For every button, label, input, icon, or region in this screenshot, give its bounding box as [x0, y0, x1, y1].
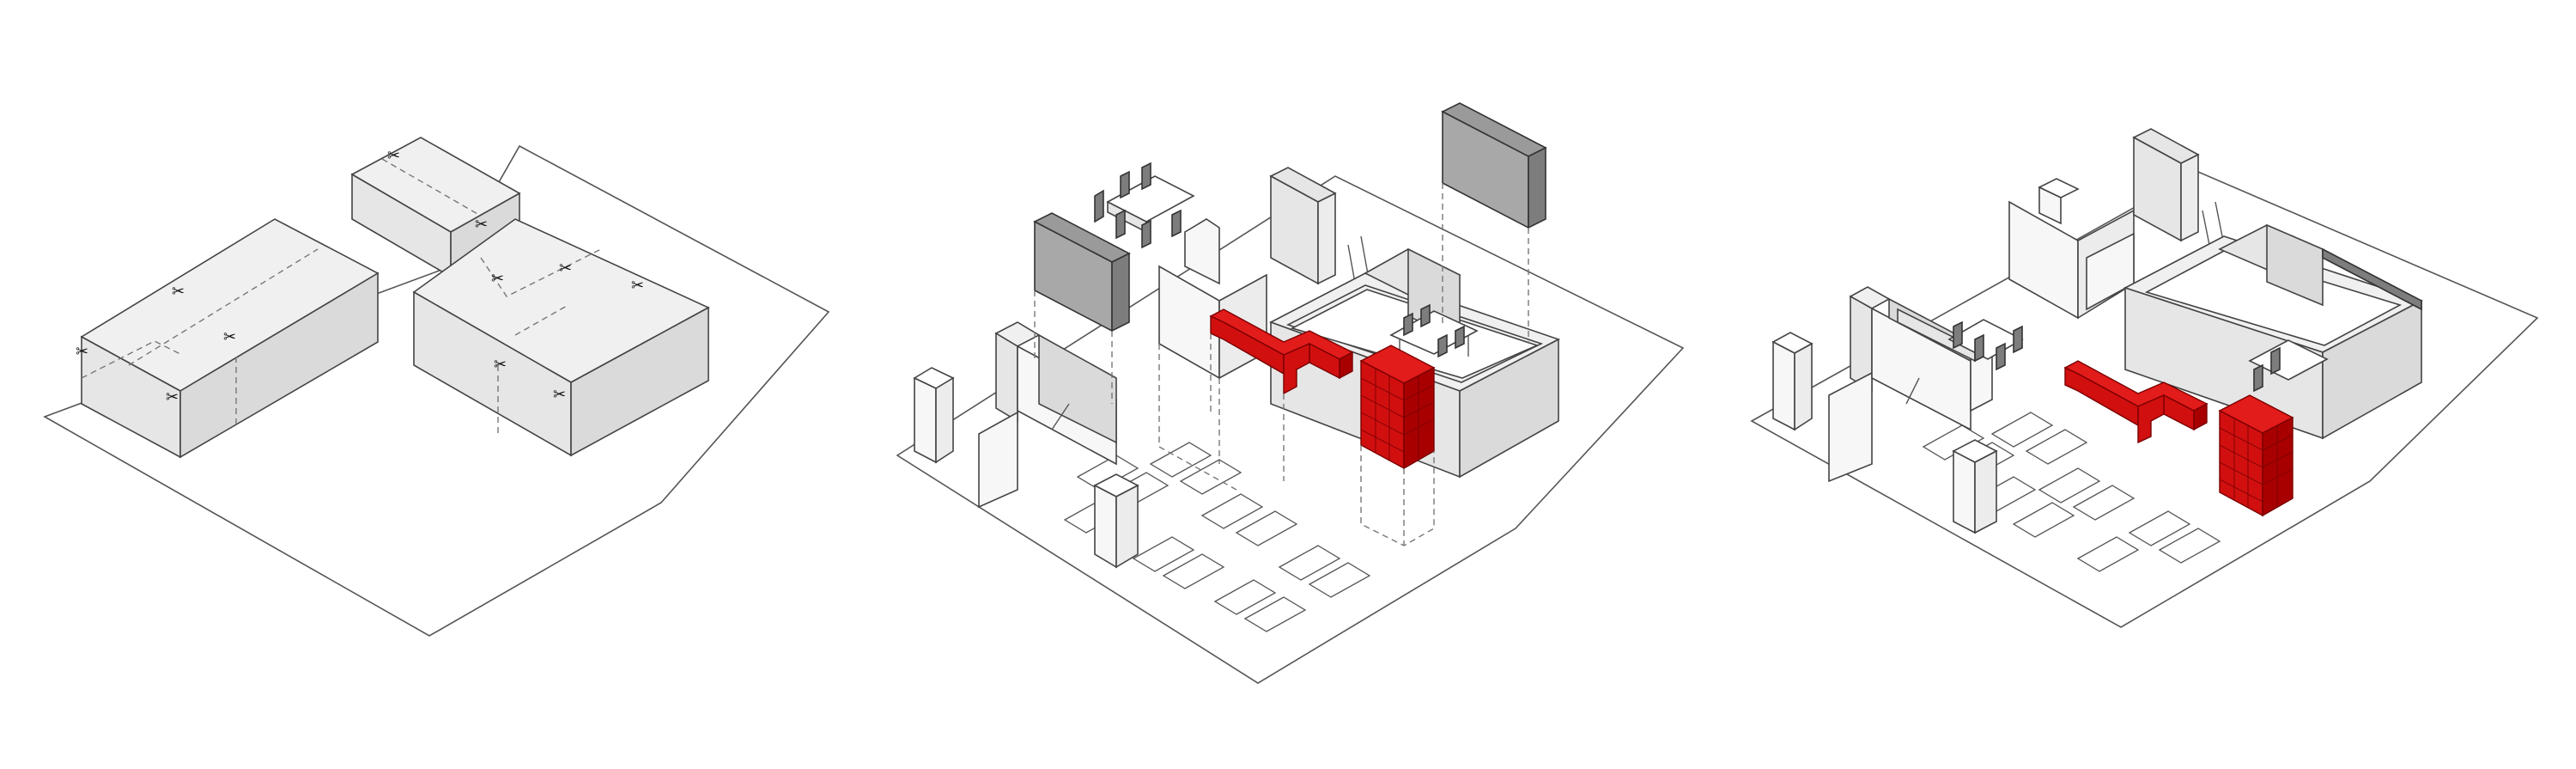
svg-text:✂: ✂: [166, 388, 179, 406]
glass-partition: [1269, 167, 1370, 293]
volume-right: [412, 218, 710, 457]
svg-text:✂: ✂: [387, 147, 400, 165]
red-bench: [2063, 360, 2208, 444]
partition-back: [2008, 128, 2225, 320]
diagram-assembled-view: [1750, 128, 2539, 628]
column-2: [1093, 473, 1139, 569]
grey-panel-right: [1441, 102, 1547, 344]
red-shelving: [1359, 345, 1436, 546]
svg-text:✂: ✂: [475, 216, 488, 234]
table-set-room: [2248, 339, 2329, 393]
svg-text:✂: ✂: [223, 328, 236, 346]
floor-slab: [896, 175, 1685, 684]
partition-centre: [1158, 218, 1267, 491]
svg-text:✂: ✂: [553, 386, 566, 404]
volume-left: [80, 218, 380, 459]
red-shelving: [2218, 394, 2294, 517]
grey-panel-left: [1033, 212, 1131, 404]
desk-cluster: [1922, 412, 2221, 572]
red-bench: [1209, 308, 1354, 481]
scissors-icon: ✂ ✂ ✂ ✂ ✂ ✂ ✂ ✂ ✂ ✂ ✂: [76, 147, 644, 406]
diagram-existing-state: ✂ ✂ ✂ ✂ ✂ ✂ ✂ ✂ ✂ ✂ ✂: [43, 137, 830, 637]
table-set-floating: [1094, 162, 1195, 249]
svg-text:✂: ✂: [559, 259, 572, 278]
svg-text:✂: ✂: [172, 283, 185, 301]
diagram-exploded-view: [896, 102, 1685, 684]
svg-text:✂: ✂: [494, 356, 507, 374]
svg-text:✂: ✂: [631, 277, 644, 295]
column-1: [1771, 332, 1814, 431]
volume-back: [350, 137, 521, 278]
meeting-room: [2123, 223, 2424, 440]
svg-text:✂: ✂: [491, 270, 504, 288]
svg-text:✂: ✂: [76, 343, 88, 361]
table-set-left: [1947, 319, 2024, 371]
column-1: [913, 367, 955, 464]
desk-cluster: [1063, 442, 1371, 632]
room-left: [978, 321, 1117, 509]
column-2: [1952, 439, 1998, 534]
